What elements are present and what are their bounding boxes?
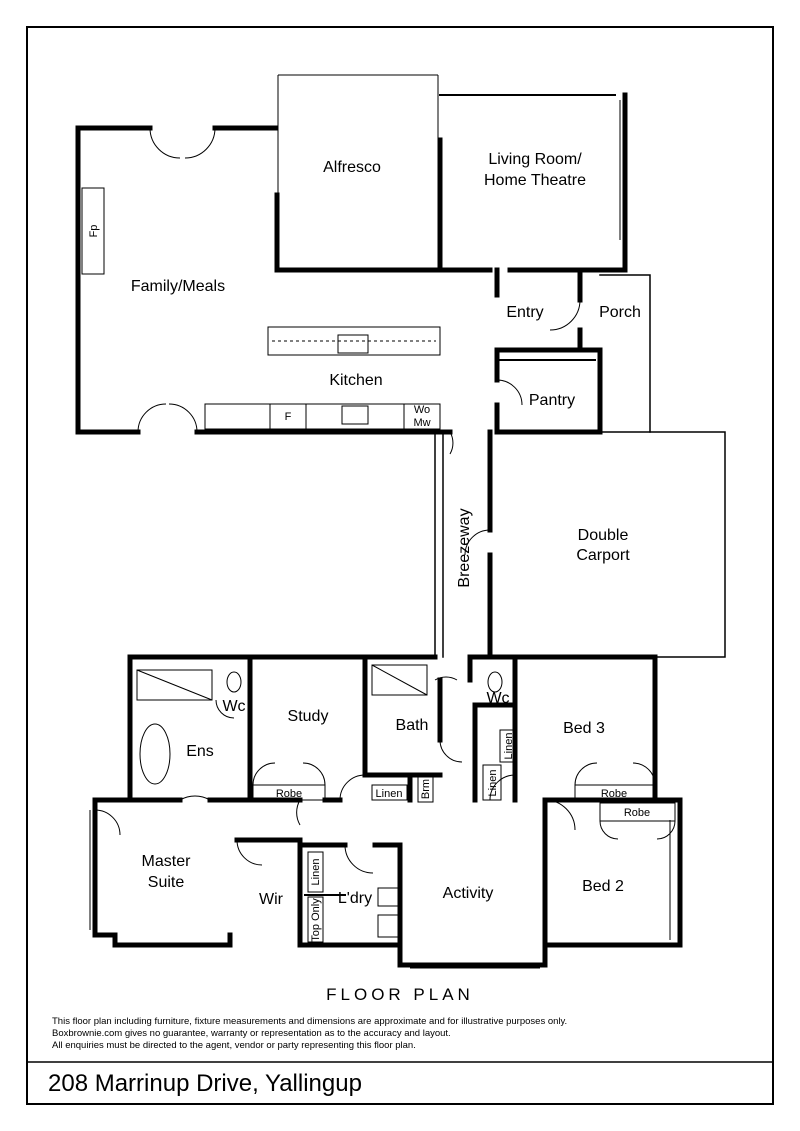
label-top-only: Top Only: [310, 898, 322, 942]
label-carport-2: Carport: [576, 547, 630, 564]
label-carport-1: Double: [578, 527, 629, 544]
label-bed2: Bed 2: [582, 878, 624, 895]
label-robe-study: Robe: [276, 788, 302, 800]
label-alfresco: Alfresco: [323, 159, 381, 176]
label-activity: Activity: [443, 885, 494, 902]
room-labels: Alfresco Living Room/ Home Theatre Famil…: [88, 151, 650, 942]
disclaimer-line-3: All enquiries must be directed to the ag…: [52, 1040, 416, 1051]
walls: [75, 92, 726, 968]
disclaimer: This floor plan including furniture, fix…: [52, 1016, 752, 1052]
plan-title: FLOOR PLAN: [326, 985, 474, 1004]
label-linen-a: Linen: [503, 733, 515, 760]
label-wir: Wir: [259, 891, 284, 908]
label-linen-b: Linen: [487, 770, 499, 797]
disclaimer-line-2: Boxbrownie.com gives no guarantee, warra…: [52, 1028, 451, 1039]
label-robe-bed2: Robe: [624, 807, 650, 819]
label-wc-ensuite: Wc: [222, 698, 245, 715]
label-linen-bath: Linen: [376, 788, 403, 800]
label-ens: Ens: [186, 743, 214, 760]
doors: [94, 127, 676, 874]
label-linen-ldry: Linen: [310, 859, 322, 886]
label-fireplace: Fp: [88, 225, 100, 238]
label-kitchen: Kitchen: [329, 372, 382, 389]
disclaimer-line-1: This floor plan including furniture, fix…: [52, 1016, 568, 1027]
label-wo: Wo: [414, 404, 430, 416]
windows: [79, 74, 671, 969]
label-breezeway: Breezeway: [456, 508, 473, 587]
label-family: Family/Meals: [131, 278, 225, 295]
label-porch: Porch: [599, 304, 641, 321]
label-pantry: Pantry: [529, 392, 575, 409]
page-frame: [26, 26, 774, 1105]
label-bed3: Bed 3: [563, 720, 605, 737]
label-wc: Wc: [486, 690, 509, 707]
label-living-1: Living Room/: [488, 151, 582, 168]
label-bath: Bath: [396, 717, 429, 734]
label-living-2: Home Theatre: [484, 172, 586, 189]
property-address: 208 Marrinup Drive, Yallingup: [48, 1070, 362, 1097]
label-master-2: Suite: [148, 874, 185, 891]
label-brm: Brm: [420, 779, 432, 799]
kitchen-fittings: [81, 187, 676, 943]
label-mw: Mw: [413, 417, 430, 429]
label-robe-bed3: Robe: [601, 788, 627, 800]
label-fridge: F: [285, 411, 292, 423]
label-laundry: L'dry: [338, 890, 372, 907]
label-study: Study: [288, 708, 329, 725]
label-entry: Entry: [506, 304, 543, 321]
label-master-1: Master: [142, 853, 192, 870]
